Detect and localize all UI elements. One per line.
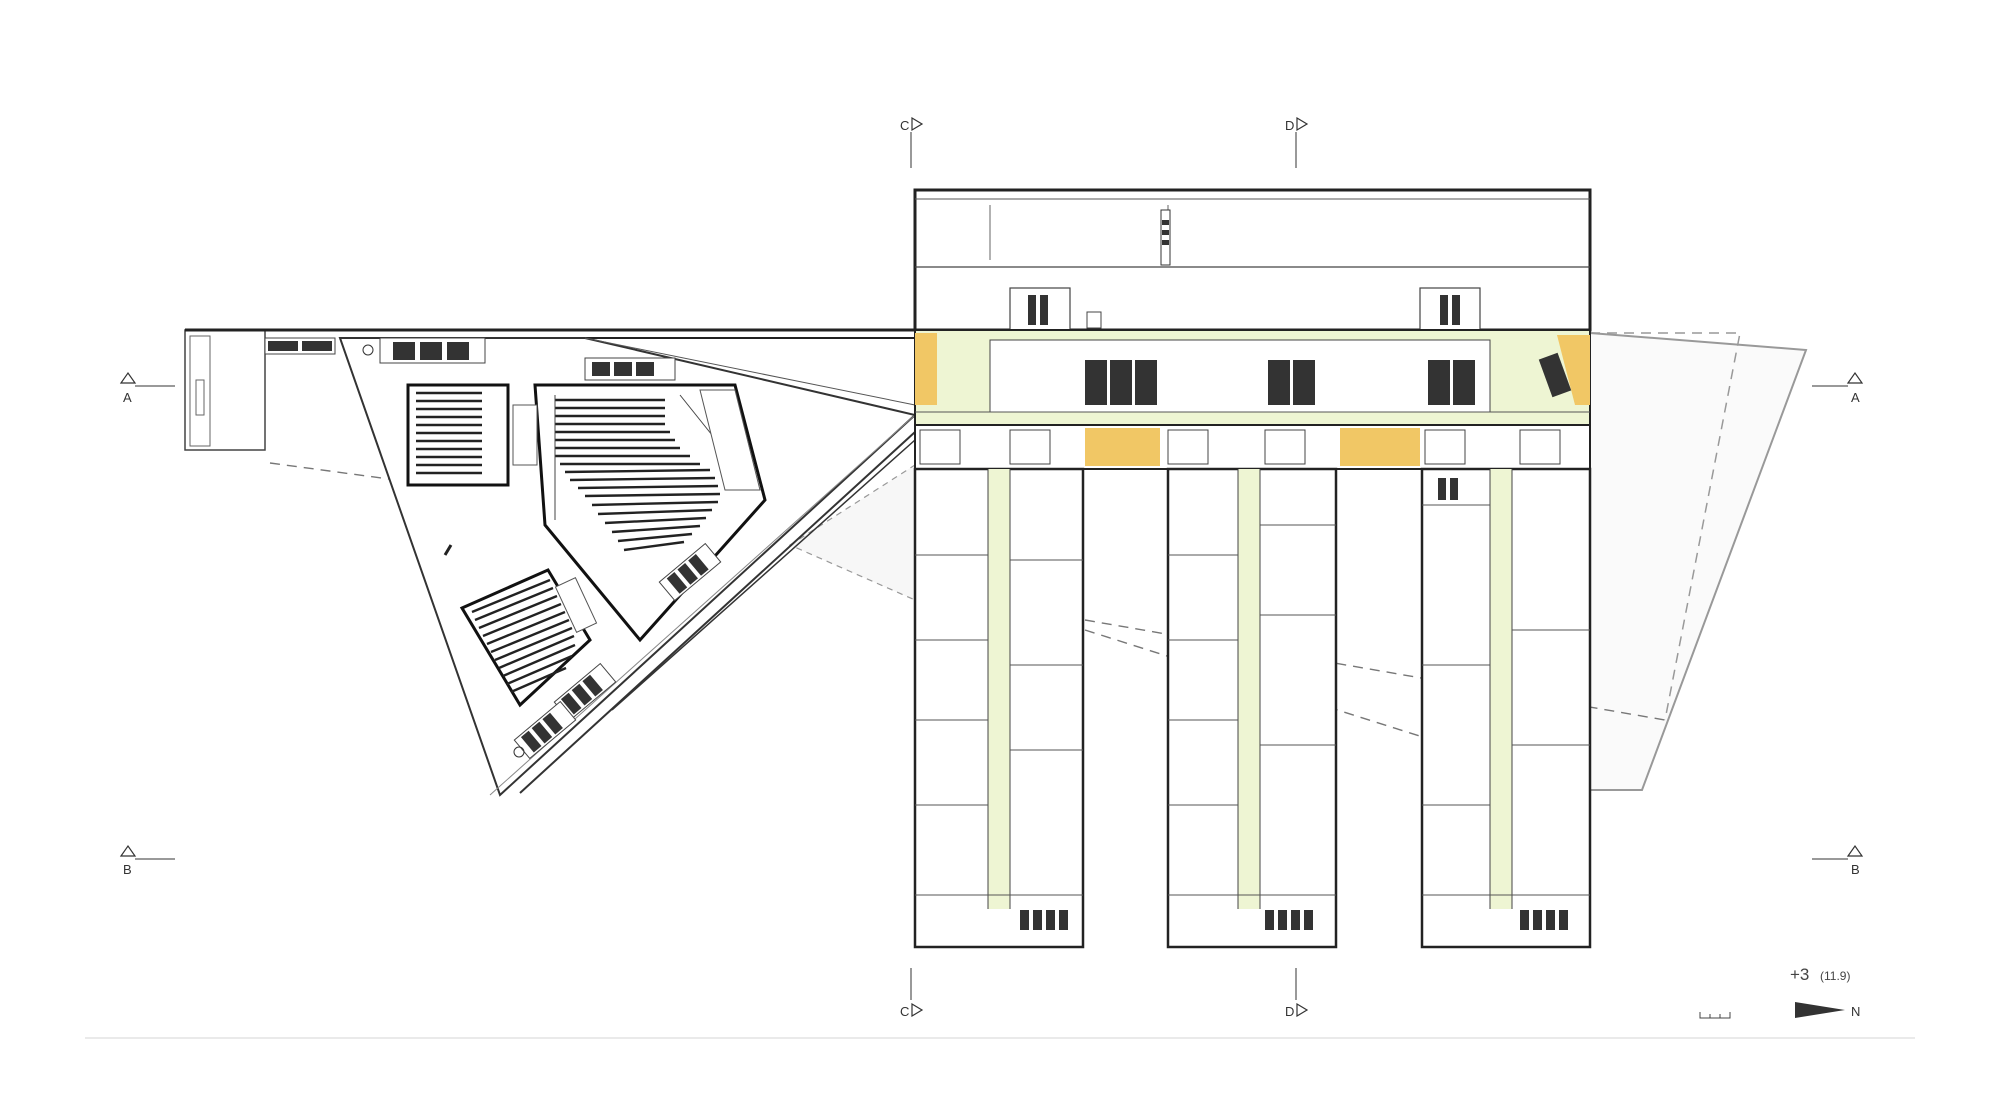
classroom-bar-1	[913, 467, 1085, 949]
section-label-b-left: B	[123, 862, 132, 877]
service-block	[184, 329, 266, 451]
scale-bar	[1699, 1012, 1731, 1019]
section-marker-a-left: A	[119, 371, 175, 405]
section-marker-b-left: B	[119, 844, 175, 877]
section-marker-a-right: A	[1812, 371, 1864, 405]
right-canopy-outline	[1589, 331, 1808, 791]
section-marker-b-right: B	[1812, 844, 1864, 877]
auditorium-wing	[184, 328, 918, 797]
hatched-zone	[788, 463, 916, 601]
level-indicator: +3 (11.9)	[1790, 965, 1850, 984]
main-block	[913, 188, 1592, 949]
classroom-bar-2	[1166, 467, 1338, 949]
section-marker-c-bottom: C	[900, 968, 924, 1019]
section-marker-c-top: C	[900, 116, 924, 168]
section-label-a-left: A	[123, 390, 132, 405]
gallery-stairs	[1085, 352, 1572, 405]
gallery-room	[989, 339, 1491, 413]
north-arrow-icon: N	[1795, 1002, 1860, 1019]
section-label-c-top: C	[900, 118, 909, 133]
section-marker-d-top: D	[1285, 116, 1309, 168]
section-label-c-bottom: C	[900, 1004, 909, 1019]
section-label-d-bottom: D	[1285, 1004, 1294, 1019]
core-east	[1557, 335, 1590, 405]
level-label: +3	[1790, 965, 1809, 984]
ramp-stairs	[513, 542, 722, 760]
north-label: N	[1851, 1004, 1860, 1019]
core-west	[915, 333, 937, 405]
section-label-a-right: A	[1851, 390, 1860, 405]
section-marker-d-bottom: D	[1285, 968, 1309, 1019]
service-strip	[914, 424, 1591, 470]
section-label-d-top: D	[1285, 118, 1294, 133]
level-elevation: (11.9)	[1820, 969, 1850, 983]
section-label-b-right: B	[1851, 862, 1860, 877]
classroom-bar-3	[1420, 467, 1592, 949]
